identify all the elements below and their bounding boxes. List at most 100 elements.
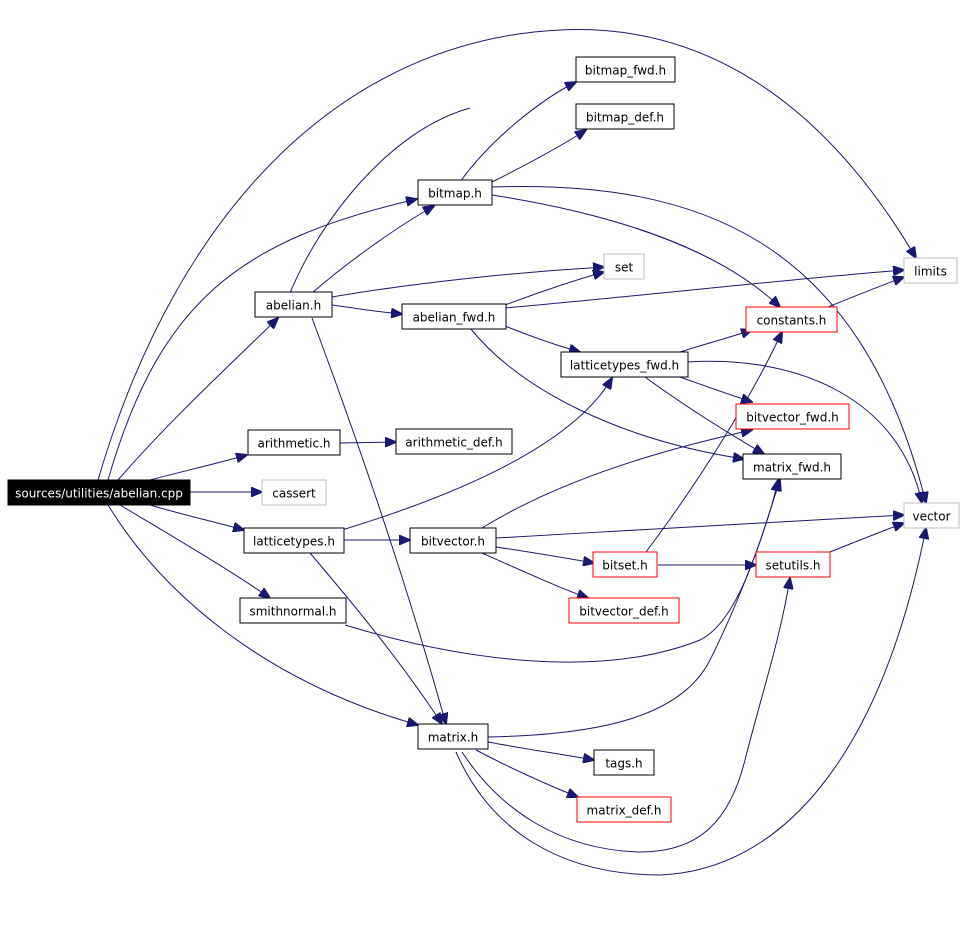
edge-root-arithmetic — [149, 455, 247, 481]
edge-bitmap-vector — [491, 185, 926, 503]
edge-constants-limits — [827, 277, 904, 308]
edge-abelian-matrix — [311, 317, 446, 724]
node-vector[interactable]: vector — [903, 502, 960, 529]
node-box[interactable] — [568, 597, 680, 624]
node-box[interactable] — [239, 597, 347, 624]
node-label: matrix_fwd.h — [753, 461, 831, 475]
node-box[interactable] — [575, 103, 675, 130]
edge-abelian_fwd-latticetypes_fwd — [504, 325, 580, 352]
node-box[interactable] — [417, 179, 493, 206]
edge-matrix-setutils — [461, 578, 790, 853]
node-label: arithmetic.h — [257, 437, 330, 451]
node-box[interactable] — [261, 479, 327, 506]
node-bitmap-def[interactable]: bitmap_def.h — [575, 103, 675, 130]
node-bitset[interactable]: bitset.h — [592, 551, 658, 578]
node-label: bitmap_def.h — [586, 111, 664, 125]
node-box[interactable] — [735, 403, 850, 430]
edge-abelian-bitmap — [311, 206, 434, 294]
edge-root-latticetypes — [149, 504, 244, 530]
node-latticetypes[interactable]: latticetypes.h — [243, 527, 345, 554]
node-label: abelian_fwd.h — [413, 311, 496, 325]
edge-arithmetic-arithmetic_def — [339, 442, 396, 443]
node-label: setutils.h — [766, 559, 821, 573]
node-label: sources/utilities/abelian.cpp — [15, 487, 183, 501]
node-label: latticetypes.h — [253, 535, 335, 549]
node-label: matrix_def.h — [587, 804, 662, 818]
node-label: bitvector_fwd.h — [746, 411, 839, 425]
node-label: bitset.h — [602, 559, 647, 573]
edge-root-abelian — [117, 318, 278, 481]
node-matrix-def[interactable]: matrix_def.h — [576, 796, 672, 823]
node-bitvector[interactable]: bitvector.h — [409, 527, 497, 554]
node-box[interactable] — [247, 429, 341, 456]
node-matrix-fwd[interactable]: matrix_fwd.h — [742, 453, 842, 480]
node-box[interactable] — [593, 749, 655, 776]
node-box[interactable] — [575, 56, 676, 83]
node-bitmap[interactable]: bitmap.h — [417, 179, 493, 206]
node-label: constants.h — [757, 314, 827, 328]
edge-abelian-abelian_fwd — [331, 304, 402, 314]
edge-abelian_fwd-limits — [504, 270, 904, 309]
node-label: smithnormal.h — [249, 605, 336, 619]
node-label: bitmap_fwd.h — [585, 64, 666, 78]
node-box[interactable] — [409, 527, 497, 554]
node-bitvector-def[interactable]: bitvector_def.h — [568, 597, 680, 624]
edge-latticetypes_fwd-vector — [687, 360, 922, 503]
node-arithmetic-def[interactable]: arithmetic_def.h — [395, 428, 513, 455]
edge-bitvector-bitset — [495, 546, 594, 563]
edge-root-matrix — [107, 504, 418, 725]
node-limits[interactable]: limits — [903, 257, 958, 284]
node-box[interactable] — [903, 257, 958, 284]
node-box[interactable] — [401, 303, 507, 330]
node-root[interactable]: sources/utilities/abelian.cpp — [7, 479, 191, 506]
node-box[interactable] — [254, 291, 333, 318]
edge-bitmap-constants — [491, 194, 780, 307]
node-box[interactable] — [243, 527, 345, 554]
node-box[interactable] — [417, 723, 489, 750]
edge-latticetypes_fwd-matrix_fwd — [644, 376, 764, 454]
node-abelian[interactable]: abelian.h — [254, 291, 333, 318]
edge-bitvector-bitvector_def — [481, 552, 588, 598]
node-label: limits — [914, 265, 947, 279]
edge-matrix-matrix_def — [475, 749, 578, 797]
node-smithnormal[interactable]: smithnormal.h — [239, 597, 347, 624]
node-constants[interactable]: constants.h — [745, 306, 838, 333]
node-matrix[interactable]: matrix.h — [417, 723, 489, 750]
node-setutils[interactable]: setutils.h — [755, 551, 831, 578]
node-box[interactable] — [560, 351, 689, 378]
edge-setutils-vector — [829, 523, 904, 553]
node-arithmetic[interactable]: arithmetic.h — [247, 429, 341, 456]
edge-bitmap-bitmap_fwd — [459, 82, 576, 183]
edge-latticetypes_fwd-constants — [679, 330, 752, 353]
node-bitmap-fwd[interactable]: bitmap_fwd.h — [575, 56, 676, 83]
edge-root-smithnormal — [119, 504, 270, 598]
nodes: sources/utilities/abelian.cpp bitmap_fwd.… — [7, 56, 960, 823]
node-box[interactable] — [395, 428, 513, 455]
node-label: bitvector_def.h — [579, 605, 669, 619]
edge-abelian-set — [331, 267, 604, 298]
edge-latticetypes_fwd-bitvector_fwd — [679, 376, 752, 402]
edge-matrix-tags — [487, 741, 594, 760]
node-box[interactable] — [7, 479, 191, 506]
edge-abelian_fwd-matrix_fwd — [469, 327, 744, 459]
node-box[interactable] — [903, 502, 960, 529]
node-label: set — [615, 261, 634, 275]
node-bitvector-fwd[interactable]: bitvector_fwd.h — [735, 403, 850, 430]
node-box[interactable] — [745, 306, 838, 333]
edge-root-bitmap — [107, 199, 417, 481]
node-box[interactable] — [755, 551, 831, 578]
edge-bitmap-bitmap_def — [491, 130, 586, 183]
edge-root-limits — [97, 29, 916, 481]
node-latticetypes-fwd[interactable]: latticetypes_fwd.h — [560, 351, 689, 378]
node-set[interactable]: set — [603, 253, 645, 280]
node-label: arithmetic_def.h — [405, 436, 502, 450]
node-box[interactable] — [592, 551, 658, 578]
edge-bitvector-bitvector_fwd — [481, 430, 752, 529]
node-cassert[interactable]: cassert — [261, 479, 327, 506]
node-box[interactable] — [603, 253, 645, 280]
node-abelian-fwd[interactable]: abelian_fwd.h — [401, 303, 507, 330]
node-tags[interactable]: tags.h — [593, 749, 655, 776]
node-box[interactable] — [576, 796, 672, 823]
node-box[interactable] — [742, 453, 842, 480]
